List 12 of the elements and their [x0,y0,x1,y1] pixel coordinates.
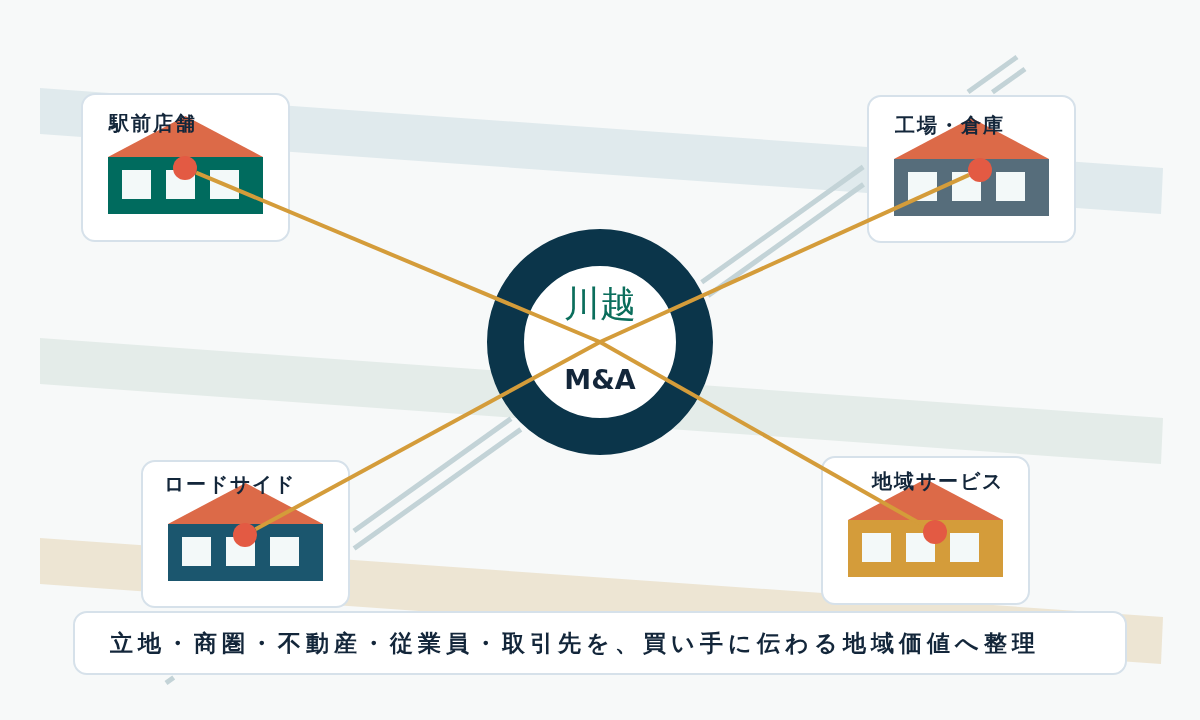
location-card [821,456,1030,605]
hub-subtitle: M&A [564,366,636,393]
summary-banner [73,611,1127,675]
card-title: 駅前店舗 [109,113,197,133]
summary-text: 立地・商圏・不動産・従業員・取引先を、買い手に伝わる地域価値へ整理 [110,631,1040,655]
location-card [81,93,290,242]
hub-title: 川越 [564,286,636,322]
location-card [867,95,1076,243]
connector-line [254,340,601,532]
connector-line [599,173,970,344]
location-card [141,460,350,608]
connector-line [195,170,601,344]
